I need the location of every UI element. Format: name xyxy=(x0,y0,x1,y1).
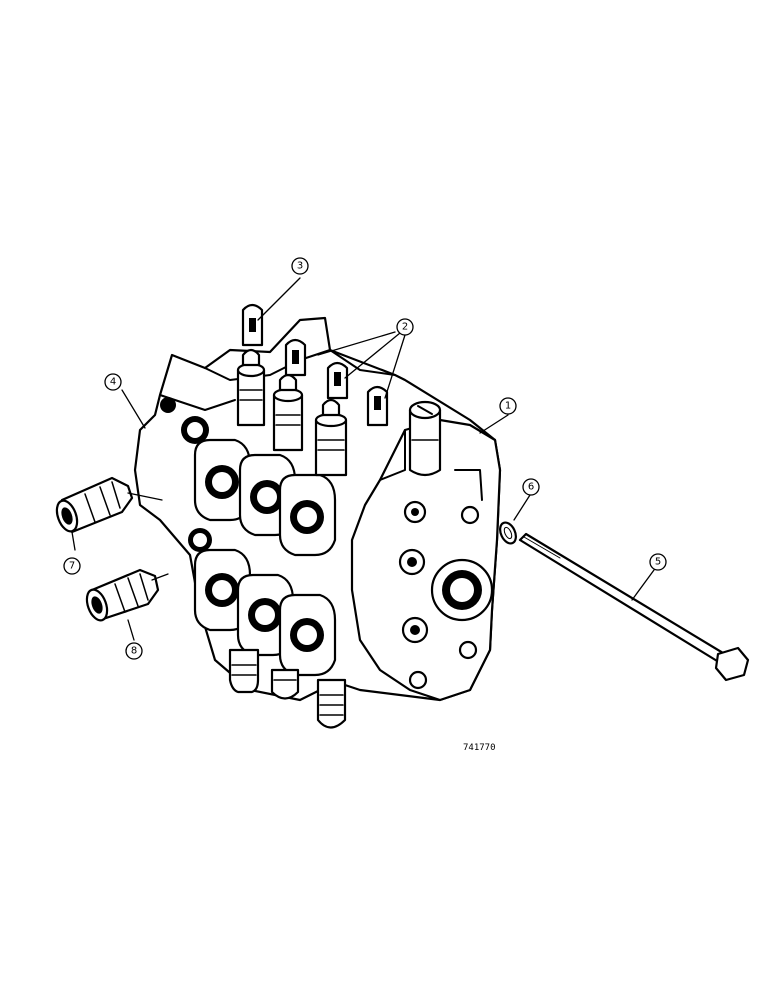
spool-caps xyxy=(236,348,348,477)
washer-6 xyxy=(499,521,517,545)
relief-valve-cap xyxy=(408,400,442,477)
work-section-ports xyxy=(160,397,337,677)
svg-text:1: 1 xyxy=(505,401,511,412)
svg-text:6: 6 xyxy=(528,482,534,493)
svg-text:8: 8 xyxy=(131,646,137,657)
svg-text:7: 7 xyxy=(69,561,75,572)
figure-number: 741770 xyxy=(463,743,496,753)
callout-4: 4 xyxy=(104,373,122,391)
fitting-7 xyxy=(55,476,134,534)
tie-bolt-5 xyxy=(518,532,750,682)
fitting-8 xyxy=(85,568,160,622)
callout-3: 3 xyxy=(291,257,309,275)
control-valve-assembly xyxy=(133,303,502,729)
callout-6: 6 xyxy=(522,478,540,496)
spool-clevis-ends xyxy=(241,303,389,427)
callout-1: 1 xyxy=(499,397,517,415)
lower-spool-ends xyxy=(228,648,347,729)
callout-7: 7 xyxy=(63,557,81,575)
callout-2: 2 xyxy=(396,318,414,336)
svg-text:5: 5 xyxy=(655,557,661,568)
callout-8: 8 xyxy=(125,642,143,660)
svg-text:2: 2 xyxy=(402,322,408,333)
svg-text:4: 4 xyxy=(110,377,116,388)
callout-leaders xyxy=(71,277,655,641)
svg-text:3: 3 xyxy=(297,261,303,272)
callout-5: 5 xyxy=(649,553,667,571)
